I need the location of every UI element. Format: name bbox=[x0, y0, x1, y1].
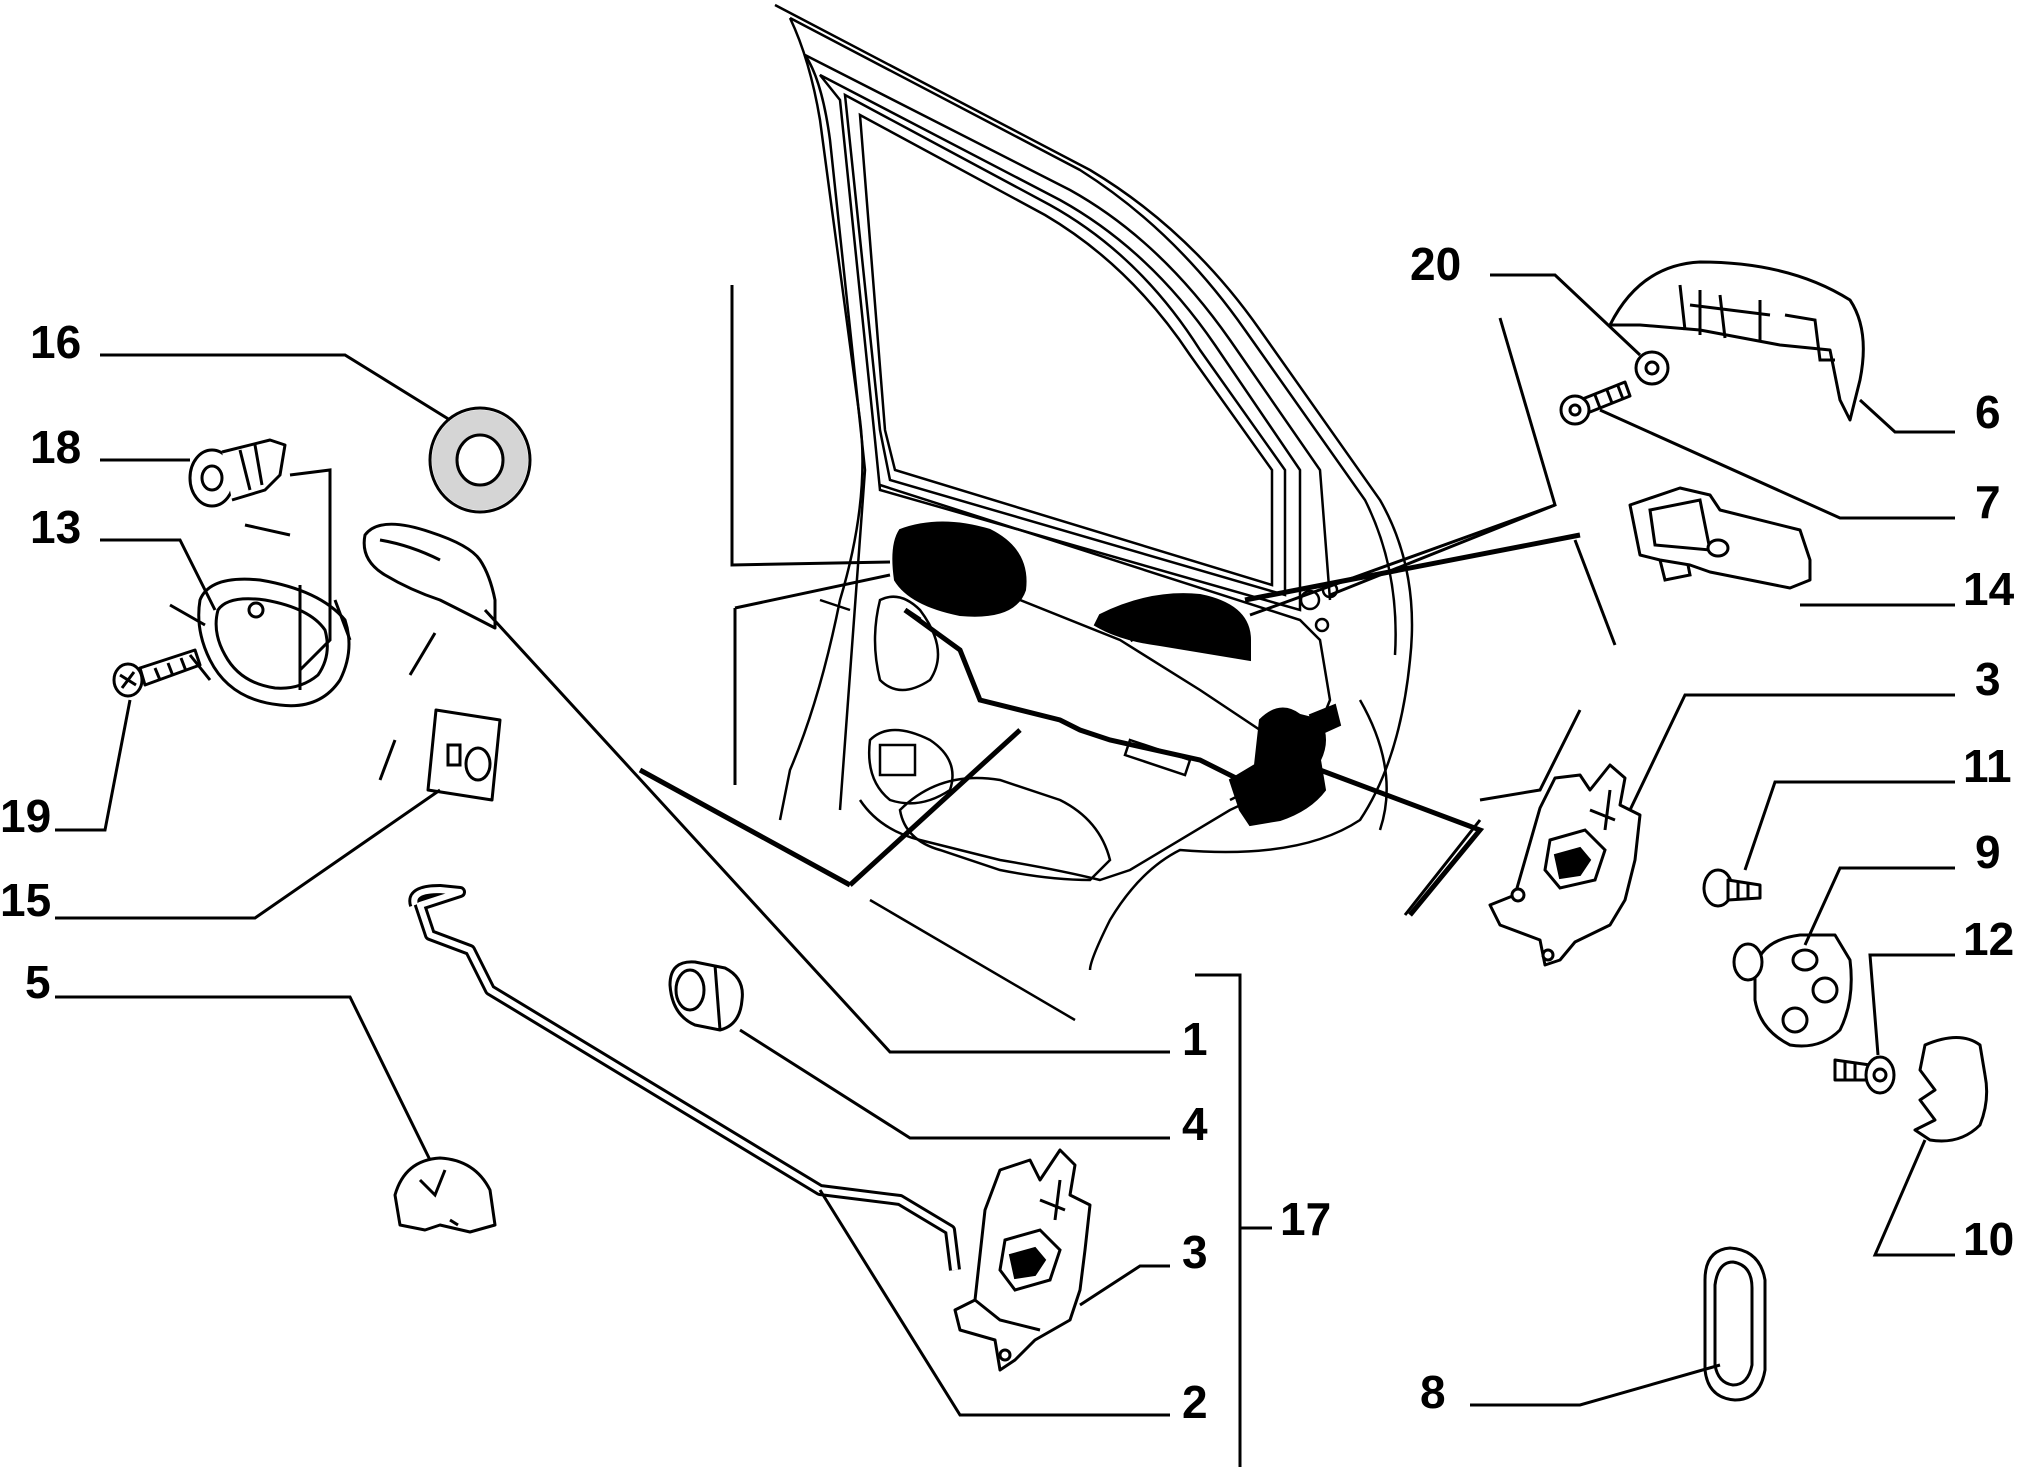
callout-19: 19 bbox=[0, 790, 51, 842]
callout-15: 15 bbox=[0, 874, 51, 926]
part-19-screw bbox=[112, 648, 202, 698]
part-9-striker-plate bbox=[1732, 933, 1853, 1048]
part-14-handle-frame bbox=[1628, 486, 1812, 590]
part-12-bolt bbox=[1833, 1055, 1896, 1095]
part-10-shim bbox=[1913, 1036, 1989, 1143]
part-18-clip bbox=[188, 438, 287, 508]
callout-10: 10 bbox=[1963, 1213, 2014, 1265]
part-1-inner-handle bbox=[362, 522, 497, 630]
callout-14: 14 bbox=[1963, 563, 2015, 615]
callout-6: 6 bbox=[1975, 386, 2001, 438]
part-11-bolt bbox=[1702, 868, 1762, 908]
part-13-handle-bezel bbox=[197, 577, 352, 708]
callout-3-upper: 3 bbox=[1975, 653, 2001, 705]
part-15-pad bbox=[426, 708, 502, 802]
part-16-washer bbox=[428, 406, 532, 514]
callout-12: 12 bbox=[1963, 913, 2014, 965]
callout-4: 4 bbox=[1182, 1098, 1208, 1150]
callout-9: 9 bbox=[1975, 826, 2001, 878]
callout-1: 1 bbox=[1182, 1013, 1208, 1065]
installed-handle-and-lock bbox=[892, 521, 1342, 827]
leader-lines bbox=[55, 273, 1955, 1467]
part-20-washer bbox=[1634, 350, 1670, 386]
callout-11: 11 bbox=[1963, 740, 2012, 792]
part-3-lock-lower bbox=[953, 1148, 1092, 1372]
part-7-bolt bbox=[1559, 380, 1632, 426]
part-5-clip bbox=[393, 1156, 497, 1234]
callout-18: 18 bbox=[30, 421, 81, 473]
callout-13: 13 bbox=[30, 501, 81, 553]
callout-8: 8 bbox=[1420, 1366, 1446, 1418]
callout-20: 20 bbox=[1410, 238, 1461, 290]
callout-7: 7 bbox=[1975, 476, 2001, 528]
callout-3-lower: 3 bbox=[1182, 1226, 1208, 1278]
part-3-lock-upper bbox=[1488, 763, 1642, 967]
part-2-rod bbox=[408, 884, 961, 1271]
part-4-grommet bbox=[668, 960, 744, 1032]
callout-17: 17 bbox=[1280, 1193, 1331, 1245]
callout-16: 16 bbox=[30, 316, 81, 368]
callout-2: 2 bbox=[1182, 1376, 1208, 1428]
callout-5: 5 bbox=[25, 956, 51, 1008]
callout-labels: 16 18 13 19 15 5 1 4 3 2 17 20 6 7 14 3 … bbox=[0, 238, 2015, 1428]
part-6-outer-handle bbox=[1608, 260, 1865, 422]
part-8-seal bbox=[1703, 1246, 1767, 1402]
